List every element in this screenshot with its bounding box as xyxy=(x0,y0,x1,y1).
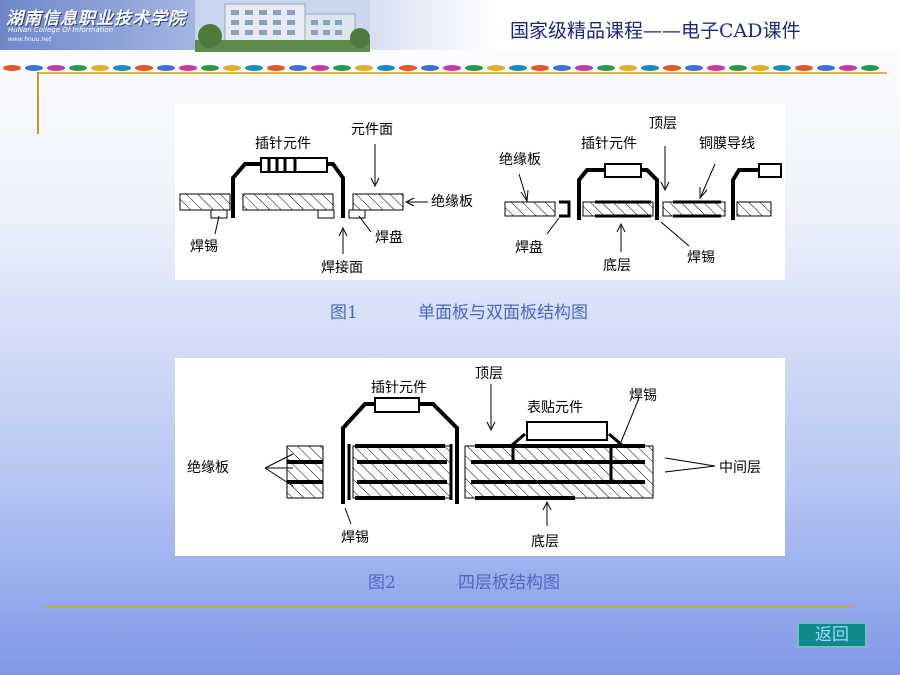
fig1-label-copper-trace: 铜膜导线 xyxy=(699,136,755,152)
divider-dot xyxy=(641,65,659,71)
divider-dot xyxy=(773,65,791,71)
divider-dot xyxy=(201,65,219,71)
top-divider-line xyxy=(37,72,887,74)
school-logo-text: 湖南信息职业技术学院 xyxy=(6,9,186,29)
fig1-label-component: 插针元件 xyxy=(255,136,311,152)
campus-building-image xyxy=(195,0,370,52)
divider-dot xyxy=(817,65,835,71)
divider-dot xyxy=(113,65,131,71)
figure1-caption-text: 单面板与双面板结构图 xyxy=(418,303,588,323)
figure1-single-double-board-diagram: 插针元件 元件面 绝缘板 焊锡 焊盘 焊接面 绝缘板 插针元件 顶层 铜膜导线 … xyxy=(175,104,785,280)
divider-dot xyxy=(597,65,615,71)
fig1-label-pad-2: 焊盘 xyxy=(515,239,543,256)
fig1-label-pad: 焊盘 xyxy=(375,229,403,246)
fig2-label-bottom-layer: 底层 xyxy=(531,534,559,550)
fig1-label-component-side: 元件面 xyxy=(351,122,393,138)
divider-dot xyxy=(619,65,637,71)
divider-dot xyxy=(223,65,241,71)
divider-dot xyxy=(663,65,681,71)
decorative-dot-divider xyxy=(3,65,879,71)
fig1-label-insulating-board: 绝缘板 xyxy=(431,194,473,210)
single-sided-board xyxy=(179,157,404,219)
fig2-label-component: 插针元件 xyxy=(371,380,427,396)
fig2-label-solder-tin-top: 焊锡 xyxy=(629,388,657,404)
divider-dot xyxy=(861,65,879,71)
left-accent-line xyxy=(37,72,39,134)
fig2-label-insulating-board: 绝缘板 xyxy=(187,460,229,476)
divider-dot xyxy=(531,65,549,71)
fig2-label-solder-tin: 焊锡 xyxy=(341,530,369,546)
divider-dot xyxy=(289,65,307,71)
four-layer-board xyxy=(286,397,654,504)
divider-dot xyxy=(355,65,373,71)
double-sided-board xyxy=(504,163,782,220)
header-band xyxy=(0,0,900,50)
school-website: www.hnuu.net xyxy=(8,36,52,43)
divider-dot xyxy=(69,65,87,71)
fig2-label-smd-component: 表贴元件 xyxy=(527,400,583,416)
divider-dot xyxy=(421,65,439,71)
fig2-label-middle-layer: 中间层 xyxy=(719,460,761,476)
divider-dot xyxy=(575,65,593,71)
divider-dot xyxy=(311,65,329,71)
divider-dot xyxy=(751,65,769,71)
fig1-label-bottom-layer: 底层 xyxy=(603,258,631,274)
fig1-label-top-layer: 顶层 xyxy=(649,116,677,132)
school-english-name: HuNan College Of Information xyxy=(8,26,114,34)
divider-dot xyxy=(399,65,417,71)
divider-dot xyxy=(839,65,857,71)
divider-dot xyxy=(795,65,813,71)
slide-header: 湖南信息职业技术学院 HuNan College Of Information … xyxy=(0,0,900,60)
divider-dot xyxy=(509,65,527,71)
fig2-label-top-layer: 顶层 xyxy=(475,366,503,382)
fig1-label-component-2: 插针元件 xyxy=(581,136,637,152)
fig1-label-solder-tin-2: 焊锡 xyxy=(687,250,715,266)
divider-dot xyxy=(685,65,703,71)
divider-dot xyxy=(377,65,395,71)
divider-dot xyxy=(707,65,725,71)
divider-dot xyxy=(465,65,483,71)
fig1-label-solder-tin: 焊锡 xyxy=(190,239,218,255)
divider-dot xyxy=(443,65,461,71)
divider-dot xyxy=(245,65,263,71)
divider-dot xyxy=(157,65,175,71)
divider-dot xyxy=(267,65,285,71)
figure2-four-layer-board-diagram: 插针元件 顶层 表贴元件 焊锡 绝缘板 中间层 焊锡 底层 xyxy=(175,358,785,556)
divider-dot xyxy=(3,65,21,71)
figure2-caption-number: 图2 xyxy=(368,573,396,593)
divider-dot xyxy=(333,65,351,71)
divider-dot xyxy=(47,65,65,71)
divider-dot xyxy=(135,65,153,71)
fig1-label-solder-side: 焊接面 xyxy=(321,259,363,276)
figure2-caption-text: 四层板结构图 xyxy=(458,573,560,593)
divider-dot xyxy=(91,65,109,71)
course-title: 国家级精品课程——电子CAD课件 xyxy=(510,20,801,42)
bottom-divider-line xyxy=(45,606,855,608)
divider-dot xyxy=(179,65,197,71)
divider-dot xyxy=(553,65,571,71)
figure1-caption-number: 图1 xyxy=(330,303,358,323)
fig1-label-insulating-board-2: 绝缘板 xyxy=(499,152,541,168)
divider-dot xyxy=(25,65,43,71)
back-button[interactable]: 返回 xyxy=(797,622,867,648)
divider-dot xyxy=(487,65,505,71)
divider-dot xyxy=(729,65,747,71)
